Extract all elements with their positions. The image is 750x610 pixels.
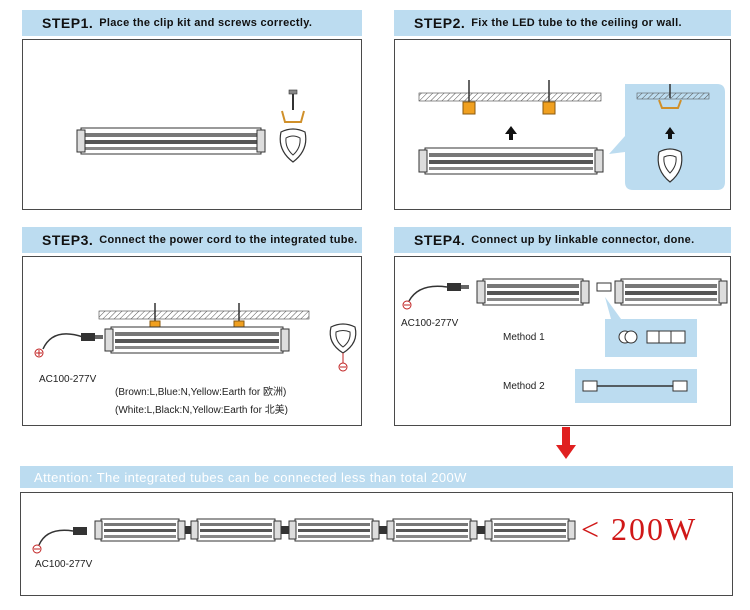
step1-number: STEP1. <box>42 15 94 31</box>
screw-icon <box>288 89 298 110</box>
step3-voltage: AC100-277V <box>39 374 97 385</box>
step2-header: STEP2. Fix the LED tube to the ceiling o… <box>394 10 731 36</box>
led-tube <box>94 518 193 542</box>
step4-text: Connect up by linkable connector, done. <box>471 234 695 246</box>
clip-icon <box>281 110 305 123</box>
step4-header: STEP4. Connect up by linkable connector,… <box>394 227 731 253</box>
step1-panel <box>22 39 362 210</box>
step2-text: Fix the LED tube to the ceiling or wall. <box>471 17 682 29</box>
led-tube <box>484 518 576 542</box>
step1-header: STEP1. Place the clip kit and screws cor… <box>22 10 362 36</box>
arrow-up-icon <box>505 126 517 140</box>
led-tube <box>288 518 387 542</box>
detail-bubble <box>609 84 725 190</box>
arrow-down-icon <box>556 427 576 459</box>
step1-illustration <box>76 89 307 163</box>
clip-kit-icon <box>279 128 307 163</box>
led-tube <box>386 518 485 542</box>
step4-number: STEP4. <box>414 232 466 248</box>
linkable-connector <box>596 282 612 292</box>
step3-wiring-eu: (Brown:L,Blue:N,Yellow:Earth for 欧洲) <box>115 387 287 398</box>
ground-icon <box>402 300 412 310</box>
led-tube <box>476 278 590 306</box>
method1-label: Method 1 <box>503 332 545 343</box>
method2-label: Method 2 <box>503 381 545 392</box>
led-tube <box>76 127 266 155</box>
power-cord <box>42 333 103 350</box>
clip-kit-icon <box>329 323 357 372</box>
step2-panel <box>394 39 731 210</box>
step3-text: Connect the power cord to the integrated… <box>99 234 358 246</box>
method2-bubble <box>575 369 697 403</box>
clip-icon <box>462 80 556 115</box>
step2-number: STEP2. <box>414 15 466 31</box>
power-cord <box>38 527 87 546</box>
step4-panel: AC100-277V Method 1 Method 2 <box>394 256 731 426</box>
ground-icon <box>32 544 42 554</box>
attention-illustration <box>32 518 576 554</box>
method1-bubble <box>605 297 697 357</box>
led-tube <box>104 326 290 354</box>
step3-wiring-us: (White:L,Black:N,Yellow:Earth for 北美) <box>115 405 289 416</box>
attention-voltage: AC100-277V <box>35 559 93 570</box>
step3-header: STEP3. Connect the power cord to the int… <box>22 227 362 253</box>
attention-text: Attention: The integrated tubes can be c… <box>34 469 467 485</box>
step2-illustration <box>418 80 725 190</box>
led-tube <box>190 518 289 542</box>
power-limit-label: < 200W <box>581 511 698 547</box>
attention-panel: < 200W AC100-277V <box>20 492 733 596</box>
step4-illustration <box>402 278 728 403</box>
power-cord <box>408 283 469 302</box>
led-tube <box>614 278 728 306</box>
ceiling <box>98 310 310 320</box>
ground-icon <box>34 348 44 358</box>
step3-illustration <box>34 303 357 372</box>
linked-tubes <box>94 518 576 542</box>
led-tube <box>418 147 604 175</box>
ceiling <box>418 92 602 102</box>
step3-number: STEP3. <box>42 232 94 248</box>
step3-panel: AC100-277V (Brown:L,Blue:N,Yellow:Earth … <box>22 256 362 426</box>
attention-banner: Attention: The integrated tubes can be c… <box>20 466 733 488</box>
step4-voltage: AC100-277V <box>401 318 459 329</box>
step1-text: Place the clip kit and screws correctly. <box>99 17 313 29</box>
